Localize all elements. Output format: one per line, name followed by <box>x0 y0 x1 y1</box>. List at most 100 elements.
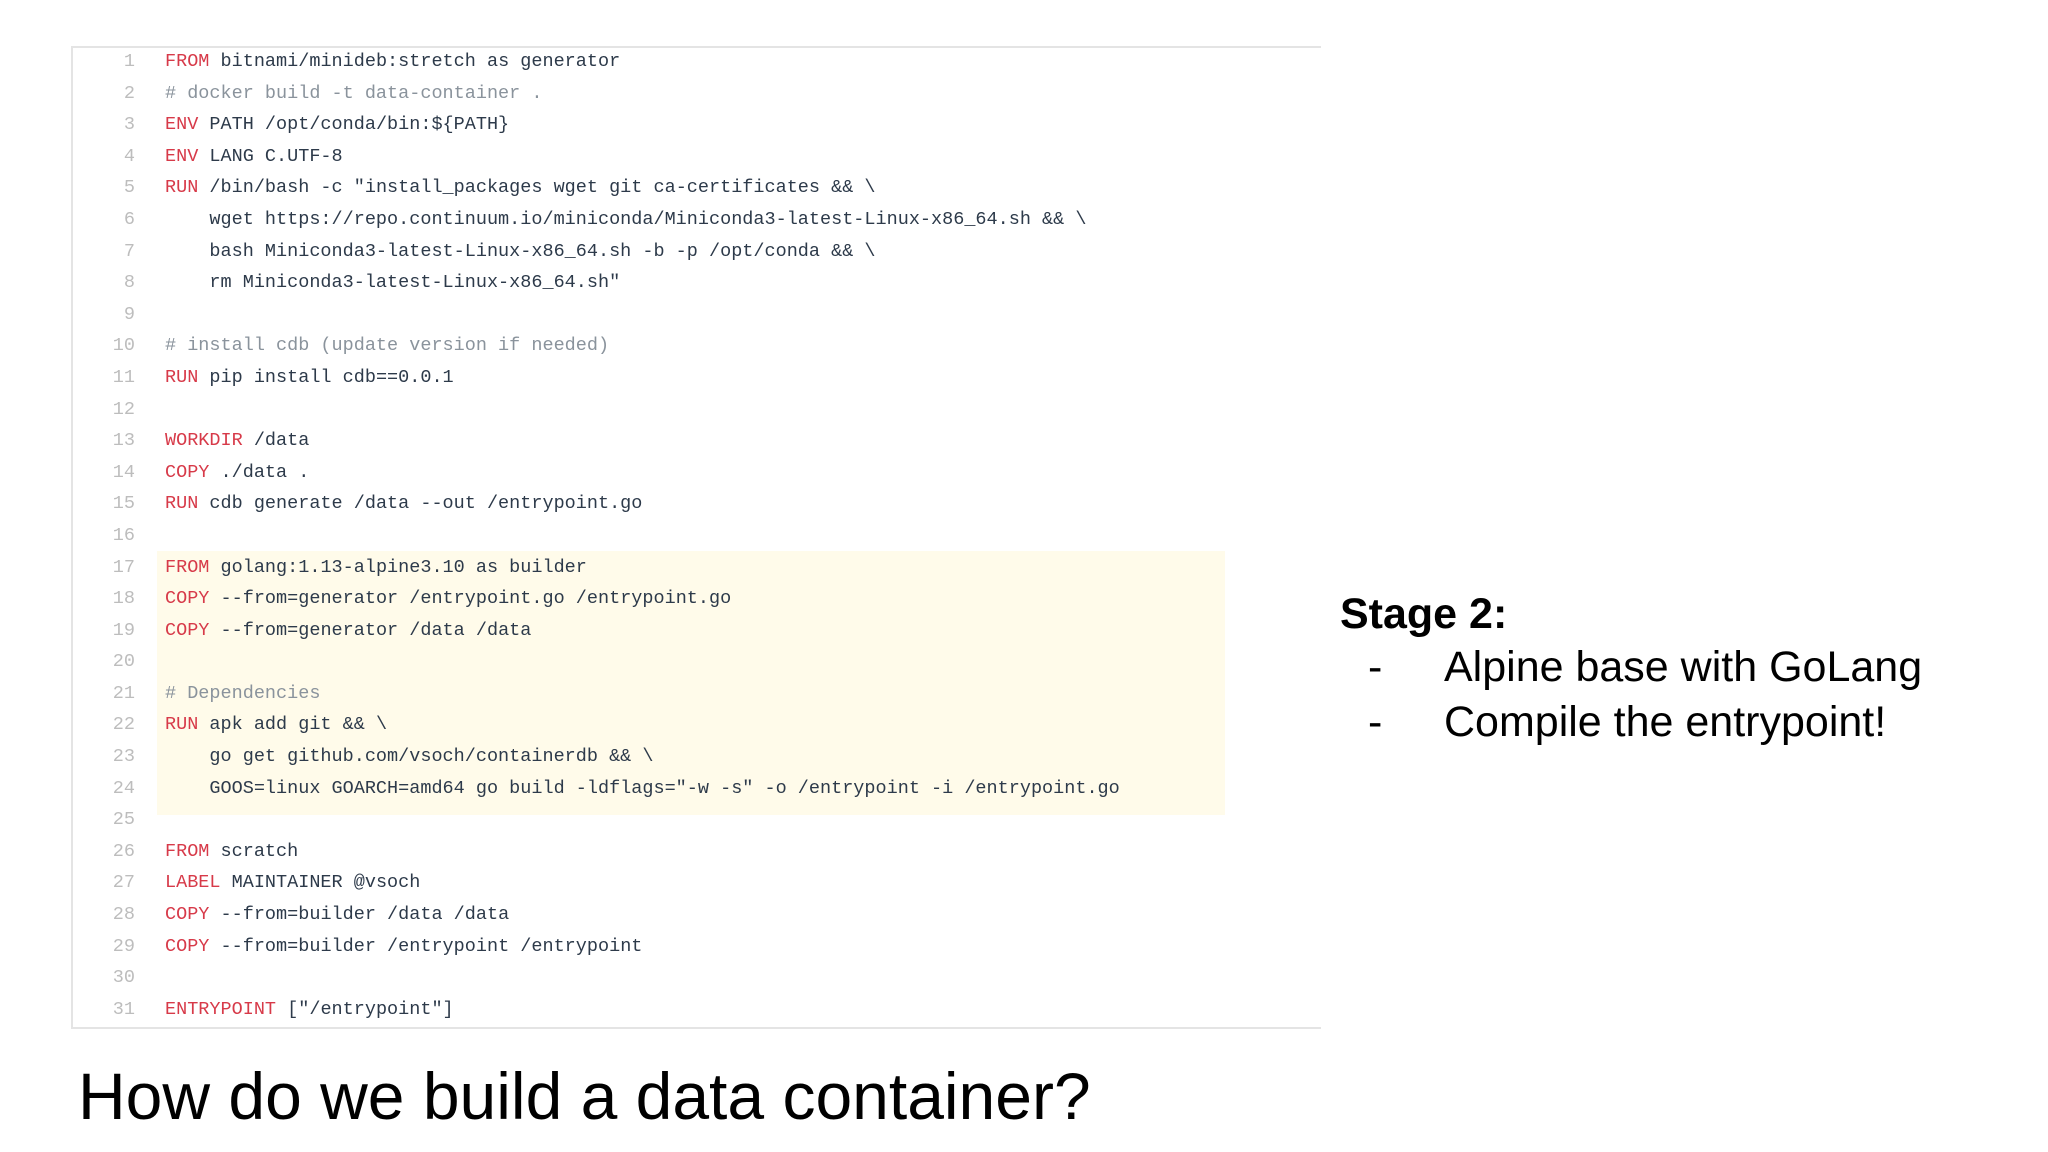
code-line: 6 wget https://repo.continuum.io/minicon… <box>71 204 1321 236</box>
code-text: COPY --from=generator /data /data <box>165 615 531 647</box>
code-line: 12 <box>71 394 1321 426</box>
code-line: 20 <box>71 646 1321 678</box>
line-number: 4 <box>123 145 135 167</box>
code-line: 3 ENV PATH /opt/conda/bin:${PATH} <box>71 109 1321 141</box>
line-number: 5 <box>123 177 135 199</box>
code-text: COPY --from=builder /entrypoint /entrypo… <box>165 931 642 963</box>
bullet-marker: - <box>1368 643 1383 691</box>
code-line: 23 go get github.com/vsoch/containerdb &… <box>71 741 1321 773</box>
code-keyword: COPY <box>165 461 210 483</box>
code-content: pip install cdb==0.0.1 <box>198 366 454 388</box>
code-content: PATH /opt/conda/bin:${PATH} <box>198 114 510 136</box>
code-content: apk add git && \ <box>198 714 388 736</box>
code-line: 13 WORKDIR /data <box>71 425 1321 457</box>
code-text: ENTRYPOINT ["/entrypoint"] <box>165 994 454 1026</box>
code-keyword: COPY <box>165 619 210 641</box>
code-text: ENV PATH /opt/conda/bin:${PATH} <box>165 109 509 141</box>
code-line: 8 rm Miniconda3-latest-Linux-x86_64.sh" <box>71 267 1321 299</box>
line-number: 21 <box>112 682 135 704</box>
code-line: 11 RUN pip install cdb==0.0.1 <box>71 362 1321 394</box>
code-panel <box>71 46 1321 1029</box>
code-content: wget https://repo.continuum.io/miniconda… <box>165 208 1087 230</box>
code-content: --from=generator /entrypoint.go /entrypo… <box>209 588 732 610</box>
code-comment: # install cdb (update version if needed) <box>165 335 610 357</box>
line-number: 10 <box>112 335 135 357</box>
code-content: ["/entrypoint"] <box>276 998 454 1020</box>
code-text: FROM scratch <box>165 836 298 868</box>
highlighted-code-block <box>157 551 1225 815</box>
code-keyword: FROM <box>165 51 210 72</box>
bullet-text: Alpine base with GoLang <box>1444 643 1923 691</box>
code-comment: # docker build -t data-container . <box>165 82 543 104</box>
code-line: 7 bash Miniconda3-latest-Linux-x86_64.sh… <box>71 236 1321 268</box>
line-number: 23 <box>112 746 135 768</box>
code-line: 24 GOOS=linux GOARCH=amd64 go build -ldf… <box>71 773 1321 805</box>
line-number: 16 <box>112 524 135 546</box>
code-keyword: COPY <box>165 588 210 610</box>
line-number: 9 <box>123 303 135 325</box>
code-text: GOOS=linux GOARCH=amd64 go build -ldflag… <box>165 773 1119 805</box>
code-line: 25 <box>71 804 1321 836</box>
code-text: wget https://repo.continuum.io/miniconda… <box>165 204 1086 236</box>
line-number: 6 <box>123 208 135 230</box>
line-number: 12 <box>112 398 135 420</box>
line-number: 8 <box>123 272 135 294</box>
line-number: 22 <box>112 714 135 736</box>
code-content: LANG C.UTF-8 <box>198 145 343 167</box>
code-text: # Dependencies <box>165 678 320 710</box>
code-content: --from=builder /entrypoint /entrypoint <box>209 935 643 957</box>
code-keyword: FROM <box>165 556 210 578</box>
code-line: 27 LABEL MAINTAINER @vsoch <box>71 867 1321 899</box>
code-keyword: COPY <box>165 935 210 957</box>
line-number: 27 <box>112 872 135 894</box>
code-text: FROM golang:1.13-alpine3.10 as builder <box>165 552 587 584</box>
code-content: golang:1.13-alpine3.10 as builder <box>209 556 587 578</box>
code-content: ./data . <box>209 461 310 483</box>
line-number: 30 <box>112 967 135 989</box>
line-number: 1 <box>123 51 135 72</box>
code-keyword: RUN <box>165 366 199 388</box>
code-text: WORKDIR /data <box>165 425 309 457</box>
line-number: 29 <box>112 935 135 957</box>
code-line: 22 RUN apk add git && \ <box>71 709 1321 741</box>
code-keyword: ENTRYPOINT <box>165 998 277 1020</box>
code-keyword: RUN <box>165 714 199 736</box>
code-text: RUN pip install cdb==0.0.1 <box>165 362 454 394</box>
code-line: 14 COPY ./data . <box>71 457 1321 489</box>
line-number: 13 <box>112 430 135 452</box>
code-line: 9 <box>71 299 1321 331</box>
slide-title: How do we build a data container? <box>78 1059 1091 1133</box>
code-keyword: COPY <box>165 904 210 926</box>
code-line: 29 COPY --from=builder /entrypoint /entry… <box>71 931 1321 963</box>
code-text: rm Miniconda3-latest-Linux-x86_64.sh" <box>165 267 620 299</box>
line-number: 11 <box>112 366 135 388</box>
code-text: go get github.com/vsoch/containerdb && \ <box>165 741 653 773</box>
code-text: FROM bitnami/minideb:stretch as generato… <box>165 46 620 78</box>
code-content: scratch <box>209 840 299 862</box>
code-line: 1 FROM bitnami/minideb:stretch as generat… <box>71 46 1321 78</box>
bullet-text: Compile the entrypoint! <box>1444 698 1887 746</box>
line-number: 19 <box>112 619 135 641</box>
code-content: MAINTAINER @vsoch <box>220 872 421 894</box>
line-number: 20 <box>112 651 135 673</box>
line-number: 7 <box>123 240 135 262</box>
line-number: 24 <box>112 777 135 799</box>
line-number: 3 <box>123 114 135 136</box>
code-content: /bin/bash -c "install_packages wget git … <box>198 177 876 199</box>
code-content: go get github.com/vsoch/containerdb && \ <box>165 746 654 768</box>
code-line: 10 # install cdb (update version if neede… <box>71 330 1321 362</box>
code-keyword: ENV <box>165 114 199 136</box>
code-content: bitnami/minideb:stretch as generator <box>209 51 621 72</box>
bullet-marker: - <box>1368 698 1383 746</box>
code-text: LABEL MAINTAINER @vsoch <box>165 867 420 899</box>
line-number: 14 <box>112 461 135 483</box>
code-keyword: RUN <box>165 493 199 515</box>
code-content: bash Miniconda3-latest-Linux-x86_64.sh -… <box>165 240 876 262</box>
